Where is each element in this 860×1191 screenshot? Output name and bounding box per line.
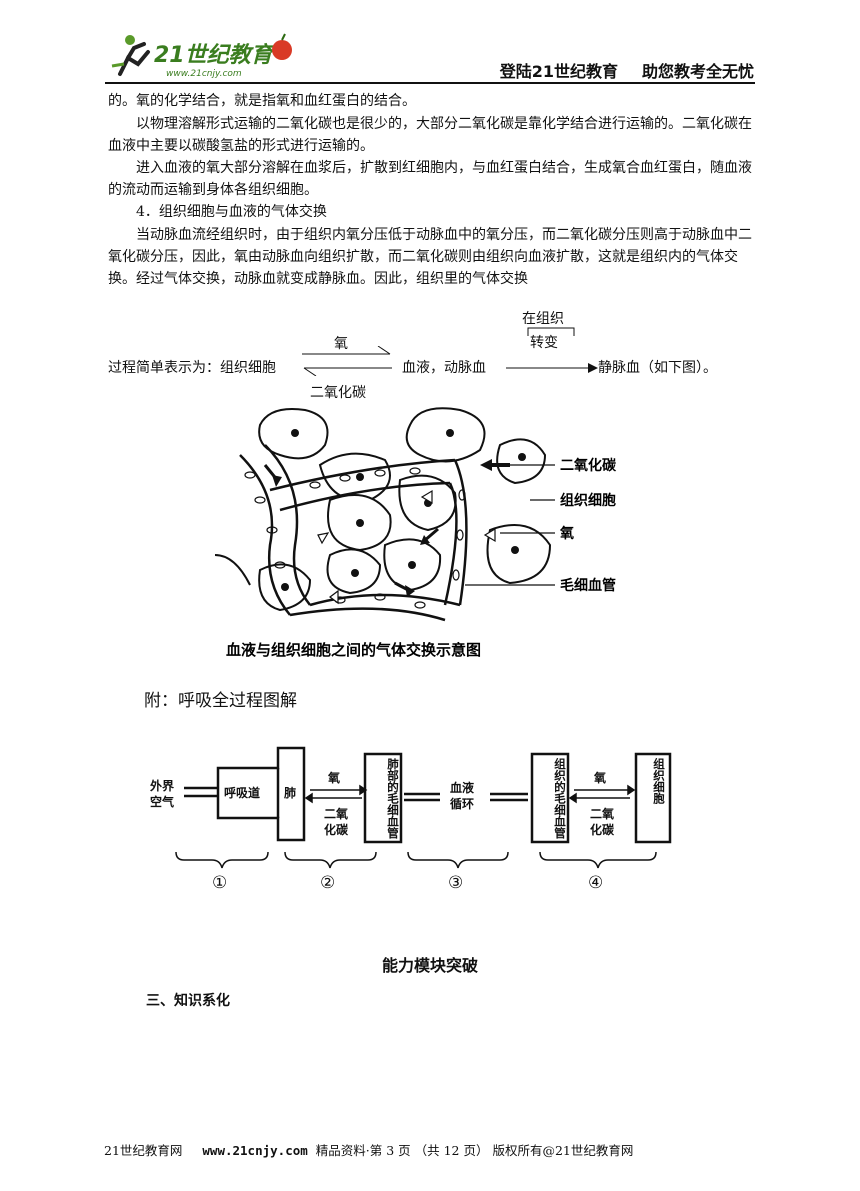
- header-divider: [105, 82, 755, 84]
- outside-air-1: 外界: [150, 778, 174, 793]
- oxygen-left: 氧: [327, 770, 340, 785]
- label-capillary: 毛细血管: [560, 577, 616, 594]
- paragraph-1: 的。氧的化学结合，就是指氧和血红蛋白的结合。: [108, 93, 416, 109]
- label-co2: 二氧化碳: [560, 457, 617, 474]
- tissue-capillary-label: 组织的毛细血管: [553, 758, 567, 839]
- respiration-flow-illustration: 外界 空气 呼吸道 肺: [150, 746, 672, 893]
- circulation-2: 循环: [450, 796, 474, 811]
- footer-site: 21世纪教育网: [104, 1143, 183, 1158]
- appendix-title: 附：呼吸全过程图解: [144, 691, 297, 711]
- header-logo: 21世纪教育 www.21cnjy.com: [108, 30, 308, 82]
- co2-left-1: 二氧: [324, 806, 348, 821]
- process-middle: 血液，动脉血: [402, 360, 486, 376]
- gas-exchange-illustration: 二氧化碳 组织细胞 氧 毛细血管 血液与组织细胞之间的气体交换示意图: [214, 407, 617, 659]
- tissue-cell-label: 组织细胞: [652, 758, 666, 804]
- lung-label: 肺: [284, 785, 296, 800]
- in-tissue-label: 在组织: [522, 311, 564, 327]
- respiration-process-figure: 外界 空气 呼吸道 肺: [140, 740, 700, 893]
- paragraph-4-heading: 4．组织细胞与血液的气体交换: [136, 204, 327, 220]
- label-oxygen: 氧: [559, 525, 574, 542]
- transform-label: 转变: [530, 335, 558, 351]
- process-suffix: 静脉血（如下图）。: [598, 360, 717, 376]
- arrow-right-icon: [506, 363, 598, 373]
- header-slogan-right: 助您教考全无忧: [641, 62, 754, 81]
- co2-right-1: 二氧: [590, 806, 614, 821]
- header-slogans: 登陆21世纪教育 助您教考全无忧: [500, 58, 754, 82]
- apple-icon: [272, 33, 292, 60]
- step-2: ②: [320, 873, 335, 890]
- header-slogan-left: 登陆21世纪教育: [499, 62, 618, 81]
- figure1-caption: 血液与组织细胞之间的气体交换示意图: [226, 641, 481, 659]
- step-4: ④: [588, 873, 603, 890]
- circulation-1: 血液: [450, 780, 474, 795]
- runner-icon: [111, 35, 150, 76]
- footer-url[interactable]: www.21cnjy.com: [202, 1143, 308, 1158]
- gas-exchange-figure: 二氧化碳 组织细胞 氧 毛细血管 血液与组织细胞之间的气体交换示意图: [210, 405, 670, 665]
- paragraph-2: 以物理溶解形式运输的二氧化碳也是很少的，大部分二氧化碳是靠化学结合进行运输的。二…: [108, 116, 752, 154]
- step-3: ③: [448, 873, 463, 890]
- alveolar-capillary-label: 肺部的毛细血管: [386, 758, 400, 839]
- logo-url: www.21cnjy.com: [166, 69, 242, 79]
- paragraph-3: 进入血液的氧大部分溶解在血浆后，扩散到红细胞内，与血红蛋白结合，生成氧合血红蛋白…: [108, 160, 752, 198]
- oxygen-right: 氧: [593, 770, 606, 785]
- co2-label: 二氧化碳: [310, 385, 366, 401]
- process-prefix: 过程简单表示为：组织细胞: [108, 360, 276, 376]
- outside-air-2: 空气: [150, 794, 174, 809]
- process-equation: 在组织 转变 氧 过程简单表示为：组织细胞 血液，动脉血 静脉血（如下图）。 二…: [0, 300, 860, 410]
- section-heading: 能力模块突破: [381, 956, 478, 975]
- step-1: ①: [212, 873, 227, 890]
- logo-text: 21世纪教育: [154, 42, 277, 68]
- co2-left-2: 化碳: [324, 822, 349, 837]
- co2-right-2: 化碳: [590, 822, 615, 837]
- sub-heading: 三、知识系化: [146, 993, 230, 1009]
- footer: 21世纪教育网 www.21cnjy.com 精品资料·第 3 页 （共 12 页）…: [104, 1140, 633, 1159]
- exchange-arrows-icon: [302, 346, 392, 376]
- bracket-icon: [527, 327, 575, 336]
- footer-info: 精品资料·第 3 页 （共 12 页） 版权所有@21世纪教育网: [315, 1143, 634, 1158]
- label-tissue-cell: 组织细胞: [560, 492, 616, 509]
- oxygen-label: 氧: [334, 336, 348, 352]
- airway-label: 呼吸道: [224, 785, 260, 800]
- paragraph-5: 当动脉血流经组织时，由于组织内氧分压低于动脉血中的氧分压，而二氧化碳分压则高于动…: [108, 227, 752, 287]
